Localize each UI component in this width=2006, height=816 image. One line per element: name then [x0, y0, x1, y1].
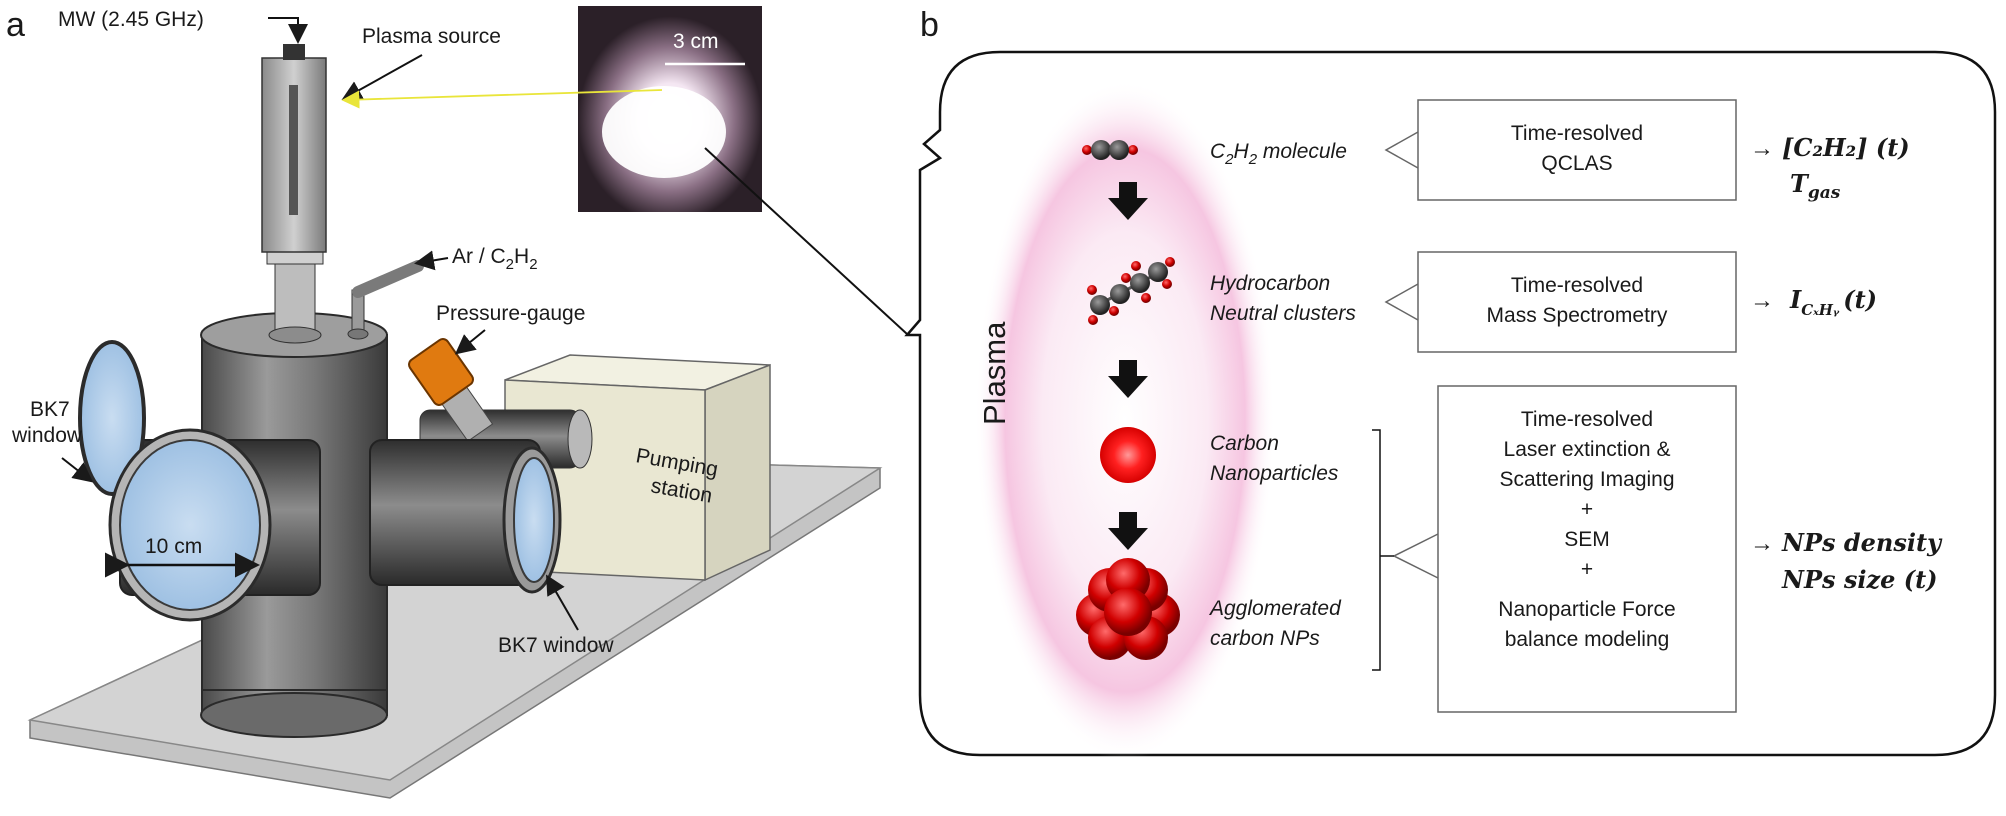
method-nps-line-7: Nanoparticle Force	[1498, 598, 1675, 621]
method-ms-line-1: Time-resolved	[1511, 274, 1643, 297]
bk7-right-label: BK7 window	[498, 634, 614, 657]
panel-b-letter: b	[920, 6, 939, 44]
bk7-left-arrow	[61, 457, 94, 483]
bk7-left-label-2: window	[11, 424, 83, 447]
method-qclas-line-1: Time-resolved	[1511, 122, 1643, 145]
window-right	[513, 457, 555, 583]
output-nps-density: NPs density	[1781, 528, 1943, 557]
plasma-source-assembly	[261, 44, 327, 344]
method-nps-line-4: +	[1581, 498, 1593, 521]
species-agglomerated-label-2: carbon NPs	[1210, 627, 1320, 650]
method-nps-line-8: balance modeling	[1505, 628, 1670, 651]
method-nps-line-6: +	[1581, 558, 1593, 581]
connector-lower	[704, 147, 908, 335]
output-arrow-1: →	[1750, 135, 1774, 162]
method-box-ms	[1417, 251, 1737, 353]
method-box-nps	[1437, 385, 1737, 713]
carbon-nanoparticle-icon	[1100, 427, 1156, 483]
c2h2-molecule-icon	[1082, 140, 1138, 160]
callout-2	[1384, 283, 1419, 321]
plasma-glow	[975, 80, 1275, 760]
down-arrow-3	[1108, 512, 1148, 550]
down-arrow-1	[1108, 182, 1148, 220]
photo-scale-label: 3 cm	[673, 30, 719, 53]
species-agglomerated-label-1: Agglomerated	[1208, 597, 1342, 620]
window-front	[119, 439, 261, 611]
plasma-source-label: Plasma source	[362, 25, 501, 48]
gas-label: Ar / C2H2	[452, 245, 538, 273]
species-c2h2-label: C2H2 molecule	[1210, 140, 1347, 168]
output-arrow-2: →	[1750, 287, 1774, 314]
photo-pointer	[341, 89, 663, 109]
method-nps-line-5: SEM	[1564, 528, 1610, 551]
mw-arrow	[268, 17, 308, 44]
species-hydrocarbon-label-1: Hydrocarbon	[1210, 272, 1330, 295]
pump-pipe-flange	[567, 409, 593, 469]
bk7-right-arrow	[546, 574, 579, 631]
output-nps-size: NPs size (t)	[1781, 565, 1938, 594]
pressure-gauge-arrow	[454, 329, 486, 355]
plasma-label: Plasma	[977, 321, 1012, 425]
nps-bracket	[1372, 429, 1394, 671]
output-c2h2-conc: [C₂H₂] (t)	[1782, 133, 1910, 162]
species-hydrocarbon-label-2: Neutral clusters	[1210, 302, 1356, 325]
callout-1	[1384, 131, 1419, 169]
method-box-qclas	[1417, 99, 1737, 201]
window-back-left	[78, 340, 146, 496]
species-carbon-np-label-1: Carbon	[1210, 432, 1279, 455]
plasma-source-arrow	[341, 54, 423, 100]
output-tgas: Tgas	[1790, 169, 1841, 203]
pressure-gauge-label: Pressure-gauge	[436, 302, 585, 325]
pressure-gauge	[408, 338, 494, 442]
diameter-label: 10 cm	[145, 535, 202, 558]
method-ms-line-2: Mass Spectrometry	[1487, 304, 1668, 327]
down-arrow-2	[1108, 360, 1148, 398]
method-nps-line-1: Time-resolved	[1521, 408, 1653, 431]
plasma-photo	[578, 6, 762, 212]
mw-label: MW (2.45 GHz)	[58, 8, 204, 31]
method-qclas-line-2: QCLAS	[1541, 152, 1612, 175]
output-intensity: ICₓHᵧ(t)	[1789, 285, 1877, 319]
bk7-left-label-1: BK7	[30, 398, 70, 421]
agglomerated-nps-icon	[1076, 558, 1180, 660]
panel-a-letter: a	[6, 6, 25, 44]
species-carbon-np-label-2: Nanoparticles	[1210, 462, 1339, 485]
method-nps-line-3: Scattering Imaging	[1499, 468, 1674, 491]
hydrocarbon-cluster-icon	[1087, 257, 1175, 325]
output-arrow-3: →	[1750, 530, 1774, 557]
gas-inlet	[347, 260, 424, 340]
method-nps-line-2: Laser extinction &	[1504, 438, 1671, 461]
gas-arrow	[414, 250, 449, 271]
